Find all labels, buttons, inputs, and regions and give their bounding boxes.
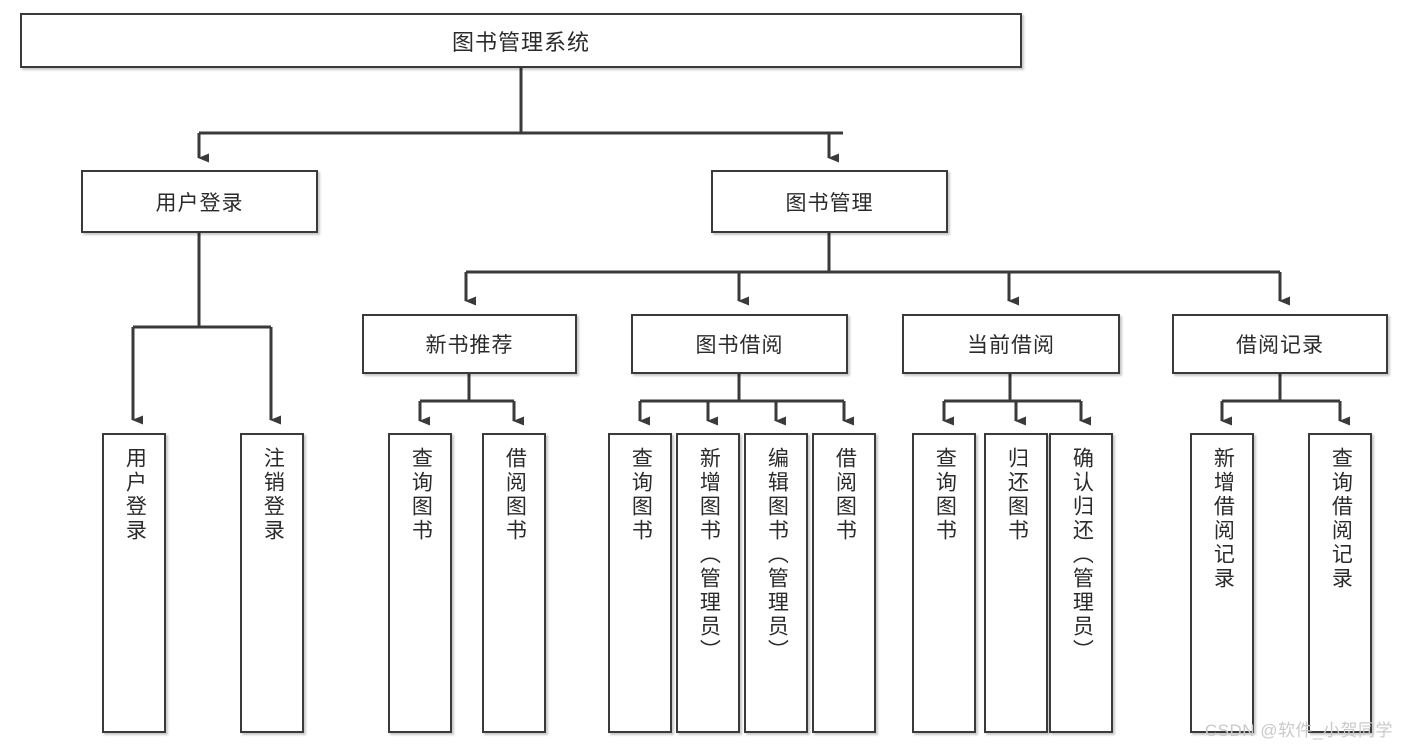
node-leaf-return-book-label: 归还图书 <box>1005 447 1029 543</box>
node-leaf-query-book-3[interactable]: 查询图书 <box>912 433 976 733</box>
node-leaf-confirm-return[interactable]: 确认归还（管理员） <box>1049 433 1113 733</box>
node-book-borrow[interactable]: 图书借阅 <box>631 314 848 374</box>
node-leaf-borrow-book-1-label: 借阅图书 <box>503 447 527 543</box>
node-leaf-borrow-book-2[interactable]: 借阅图书 <box>812 433 876 733</box>
node-leaf-query-record-label: 查询借阅记录 <box>1329 447 1353 591</box>
node-leaf-query-book-1-label: 查询图书 <box>409 447 433 543</box>
node-leaf-return-book[interactable]: 归还图书 <box>984 433 1048 733</box>
node-leaf-logout-login-label: 注销登录 <box>261 447 285 543</box>
node-book-borrow-label: 图书借阅 <box>695 334 784 357</box>
node-user-login-label: 用户登录 <box>155 191 244 215</box>
node-leaf-add-book[interactable]: 新增图书（管理员） <box>676 433 740 733</box>
node-leaf-edit-book-label: 编辑图书（管理员） <box>765 447 789 663</box>
node-book-manage-label: 图书管理 <box>785 191 874 215</box>
node-leaf-logout-login[interactable]: 注销登录 <box>240 433 304 733</box>
node-new-book-recommend-label: 新书推荐 <box>425 334 514 357</box>
node-current-borrow[interactable]: 当前借阅 <box>902 314 1120 374</box>
node-borrow-record[interactable]: 借阅记录 <box>1172 314 1388 374</box>
node-leaf-add-book-label: 新增图书（管理员） <box>697 447 721 663</box>
node-user-login[interactable]: 用户登录 <box>81 170 318 233</box>
node-leaf-user-login[interactable]: 用户登录 <box>102 433 166 733</box>
watermark: CSDN @软件_小贺同学 <box>1204 721 1393 740</box>
node-leaf-query-book-3-label: 查询图书 <box>933 447 957 543</box>
node-book-manage[interactable]: 图书管理 <box>711 170 948 233</box>
node-leaf-edit-book[interactable]: 编辑图书（管理员） <box>744 433 808 733</box>
node-root[interactable]: 图书管理系统 <box>20 13 1022 68</box>
node-leaf-borrow-book-2-label: 借阅图书 <box>833 447 857 543</box>
node-leaf-query-book-2[interactable]: 查询图书 <box>608 433 672 733</box>
node-leaf-query-book-2-label: 查询图书 <box>629 447 653 543</box>
node-leaf-add-record-label: 新增借阅记录 <box>1211 447 1235 591</box>
node-root-label: 图书管理系统 <box>451 29 590 55</box>
node-leaf-user-login-label: 用户登录 <box>123 447 147 543</box>
node-leaf-add-record[interactable]: 新增借阅记录 <box>1190 433 1254 733</box>
node-leaf-query-book-1[interactable]: 查询图书 <box>388 433 452 733</box>
node-borrow-record-label: 借阅记录 <box>1236 334 1324 357</box>
node-new-book-recommend[interactable]: 新书推荐 <box>362 314 577 374</box>
node-current-borrow-label: 当前借阅 <box>967 334 1055 357</box>
node-leaf-borrow-book-1[interactable]: 借阅图书 <box>482 433 546 733</box>
node-leaf-query-record[interactable]: 查询借阅记录 <box>1308 433 1372 733</box>
node-leaf-confirm-return-label: 确认归还（管理员） <box>1070 447 1094 663</box>
